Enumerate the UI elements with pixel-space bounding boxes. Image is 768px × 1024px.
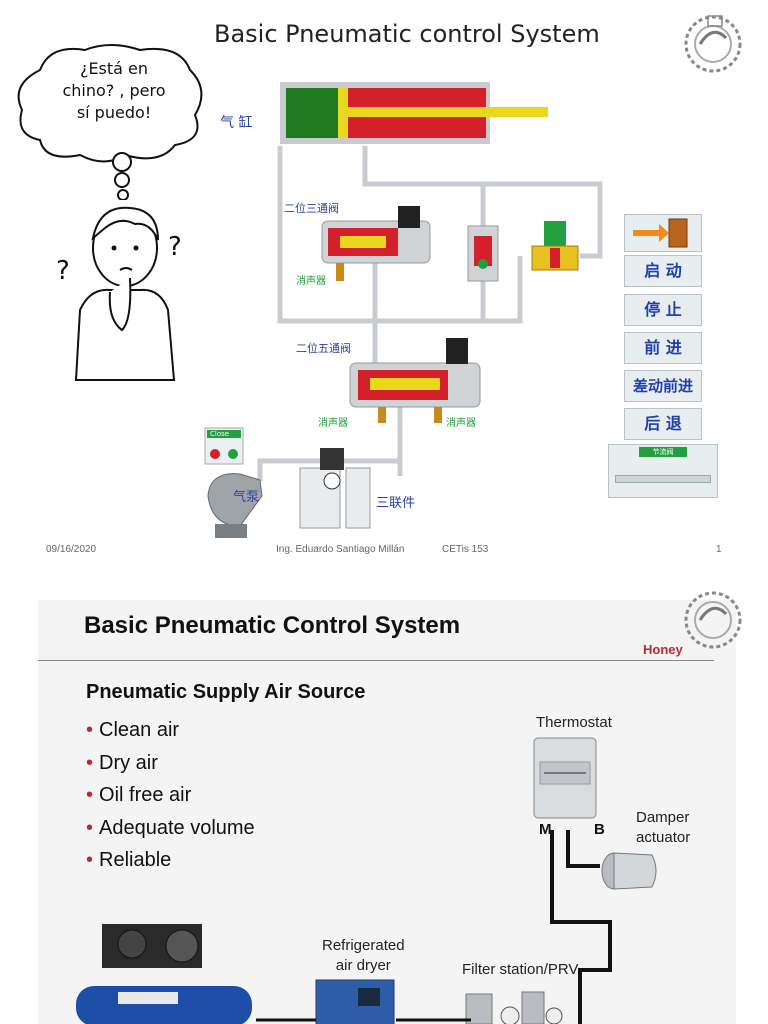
- damper-actuator-device: [601, 852, 657, 890]
- close-switch-box: [204, 427, 244, 465]
- bubble-line-3: sí puedo!: [76, 103, 152, 122]
- question-mark-left-icon: ?: [56, 256, 70, 286]
- filter-station-device: [465, 991, 563, 1024]
- bubble-line-1: ¿Está en: [79, 59, 149, 78]
- dryer-label: Refrigerated air dryer: [322, 937, 405, 974]
- slide-1: Basic Pneumatic control System ¿Está en …: [17, 15, 742, 555]
- pneumatic-diagram: [204, 82, 603, 538]
- valve-3-2: [321, 206, 431, 281]
- footer-page: 1: [716, 544, 722, 555]
- label-air-pump: 气泵: [233, 490, 260, 505]
- thermostat-device: [533, 737, 597, 819]
- pressure-valve: [531, 221, 579, 271]
- air-tubing: [550, 830, 612, 1024]
- supply-subtitle: Pneumatic Supply Air Source: [86, 681, 366, 703]
- forward-button[interactable]: 前 进: [624, 332, 702, 364]
- label-muffler-2: 消声器: [318, 418, 348, 429]
- air-compressor-device: [76, 924, 252, 1024]
- thermostat-label: Thermostat: [536, 714, 612, 731]
- refrigerated-dryer-device: [315, 979, 395, 1024]
- start-button[interactable]: 启 动: [624, 255, 702, 287]
- valve-5-2: [349, 338, 481, 423]
- damper-label: Damper actuator: [636, 809, 691, 846]
- slide-2: Basic Pneumatic Control System Honey Pne…: [0, 570, 768, 1024]
- list-item: •Reliable: [86, 849, 172, 871]
- slide-1-title: Basic Pneumatic control System: [214, 20, 600, 48]
- supply-line: [256, 1018, 471, 1022]
- thinking-person-illustration: [74, 206, 176, 381]
- differential-forward-button[interactable]: 差动前进: [624, 370, 702, 402]
- title-divider: [38, 660, 714, 661]
- bubble-line-2: chino? , pero: [62, 81, 166, 100]
- label-valve-5-2: 二位五通阀: [296, 342, 351, 355]
- thought-bubble: [17, 44, 203, 200]
- label-close-box: Close: [210, 430, 230, 438]
- label-frl-unit: 三联件: [376, 496, 416, 511]
- backward-button[interactable]: 后 退: [624, 408, 702, 440]
- question-mark-right-icon: ?: [168, 232, 182, 262]
- requirements-list: •Clean air •Dry air •Oil free air •Adequ…: [86, 714, 255, 877]
- filter-label: Filter station/PRV: [462, 961, 579, 978]
- bubble-text: ¿Está en chino? , pero sí puedo!: [44, 58, 184, 124]
- port-m-label: M: [539, 821, 552, 838]
- throttle-slider-box[interactable]: 节流阀: [608, 444, 718, 498]
- stop-button[interactable]: 停 止: [624, 294, 702, 326]
- footer-school: CETis 153: [442, 544, 489, 555]
- air-pump: [207, 473, 263, 538]
- label-muffler-3: 消声器: [446, 418, 476, 429]
- throttle-slider-label: 节流阀: [639, 447, 687, 457]
- throttle-slider-track[interactable]: [615, 475, 711, 483]
- list-item: •Clean air: [86, 719, 180, 741]
- brand-logo-text: Honey: [643, 642, 683, 657]
- door-icon[interactable]: [624, 214, 702, 252]
- label-cylinder: 气 缸: [220, 115, 253, 131]
- cylinder: [280, 82, 548, 144]
- check-valve: [467, 225, 499, 282]
- arrow-door-icon: [633, 218, 688, 248]
- footer-date: 09/16/2020: [46, 544, 97, 555]
- frl-unit: [299, 448, 371, 529]
- label-muffler-1: 消声器: [296, 276, 326, 287]
- port-b-label: B: [594, 821, 605, 838]
- label-valve-3-2: 二位三通阀: [284, 202, 339, 215]
- slide-2-title: Basic Pneumatic Control System: [84, 612, 461, 639]
- list-item: •Adequate volume: [86, 816, 255, 839]
- footer-author: Ing. Eduardo Santiago Millán: [276, 544, 405, 555]
- gear-logo-icon-2: [684, 591, 742, 649]
- list-item: •Oil free air: [86, 784, 192, 806]
- list-item: •Dry air: [86, 751, 158, 774]
- gear-logo-icon: [684, 15, 742, 73]
